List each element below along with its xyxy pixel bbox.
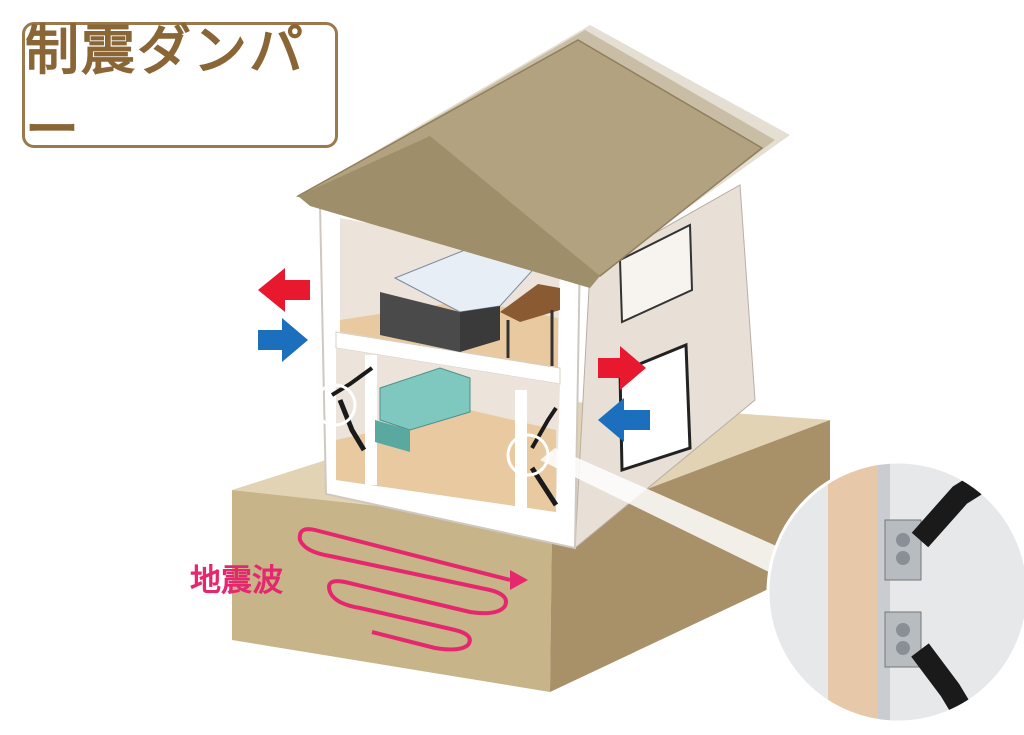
wave-label: 地震波 bbox=[190, 563, 283, 599]
damper-highlight-left bbox=[313, 383, 357, 427]
bed bbox=[380, 247, 541, 352]
right-arrow-icon bbox=[598, 346, 646, 390]
left-arrow-icon bbox=[598, 398, 650, 442]
title-box: 制震ダンパー bbox=[22, 19, 338, 161]
right-arrow-icon bbox=[258, 318, 308, 362]
damper-detail-magnifier bbox=[766, 460, 1024, 724]
roof bbox=[296, 25, 790, 288]
desk bbox=[500, 284, 560, 366]
magnifier-connector bbox=[540, 448, 790, 575]
page-title: 制震ダンパー bbox=[25, 19, 305, 161]
sofa bbox=[375, 367, 471, 452]
left-arrow-icon bbox=[258, 268, 310, 312]
wave-arrow-icon bbox=[297, 527, 528, 652]
